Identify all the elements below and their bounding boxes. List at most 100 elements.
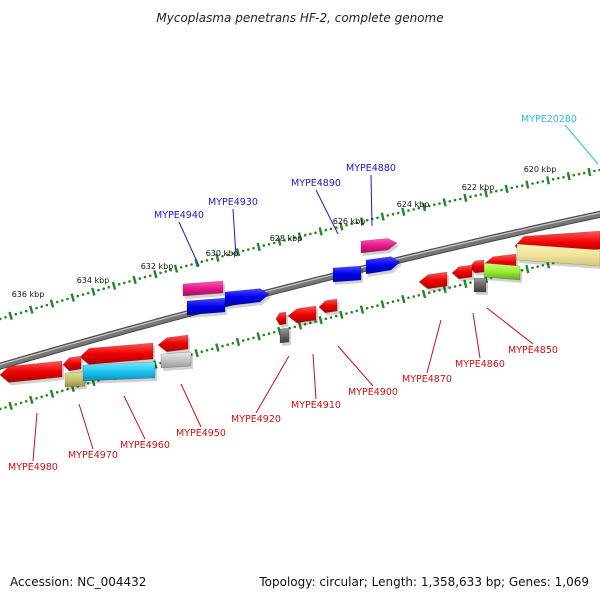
ruler-tick — [235, 248, 241, 257]
ruler-dot — [293, 236, 297, 240]
ruler-dot — [267, 332, 271, 336]
ruler-dot — [520, 269, 524, 272]
ruler-tick — [111, 281, 117, 290]
gene-mype4850-cds-glyph — [483, 262, 521, 281]
ruler-dot — [562, 175, 565, 179]
ruler-tick — [153, 360, 158, 369]
label-layer: MYPE4880MYPE4890MYPE4930MYPE4940MYPE4850… — [8, 114, 577, 473]
ruler-dot — [190, 263, 193, 266]
ruler-tick — [525, 180, 530, 189]
ruler-dot — [324, 317, 328, 321]
kbp-label: 628 kbp — [270, 234, 303, 243]
ruler-dot — [205, 259, 209, 262]
ruler-dot — [45, 303, 49, 307]
ruler-dot — [262, 333, 266, 337]
ruler-tick — [339, 310, 344, 319]
ruler-tick — [173, 264, 179, 273]
ruler-dot — [81, 293, 85, 296]
gene-label-mype4890: MYPE4890 — [291, 178, 341, 189]
kbp-label: 626 kbp — [333, 217, 366, 226]
kbp-ruler — [0, 167, 600, 321]
ruler-dot — [329, 227, 333, 231]
genome-summary-text: Topology: circular; Length: 1,358,633 bp… — [258, 575, 589, 589]
ruler-dot — [474, 194, 478, 197]
ruler-dot — [469, 281, 472, 284]
ruler-tick — [256, 242, 261, 252]
ruler-tick — [318, 227, 323, 236]
ruler-dot — [314, 231, 317, 234]
leader-line — [337, 345, 374, 387]
ruler-tick — [8, 401, 13, 411]
ruler-dot — [458, 283, 462, 287]
ruler-dot — [448, 200, 452, 203]
accession-text: Accession: NC_004432 — [10, 575, 146, 589]
ruler-tick — [49, 389, 55, 399]
ruler-dot — [541, 180, 545, 183]
ruler-dot — [577, 172, 581, 176]
ruler-dot — [309, 232, 312, 236]
ruler-dot — [557, 176, 560, 180]
ruler-dot — [350, 222, 354, 226]
ruler-tick — [380, 300, 385, 309]
ruler-dot — [365, 218, 369, 222]
ruler-tick — [318, 315, 323, 325]
ruler-dot — [536, 265, 539, 268]
ruler-dot — [427, 204, 431, 208]
ruler-dot — [221, 254, 224, 258]
ruler-tick — [442, 198, 447, 207]
ruler-dot — [0, 407, 2, 411]
gene-label-mype4970: MYPE4970 — [68, 450, 118, 461]
ruler-tick — [484, 189, 488, 198]
ruler-dot — [453, 285, 457, 288]
ruler-dot — [582, 171, 586, 175]
gene-label-mype4940: MYPE4940 — [154, 210, 204, 221]
ruler-dot — [293, 325, 297, 329]
ruler-dot — [272, 241, 276, 245]
ruler-dot — [345, 312, 348, 315]
kbp-label: 620 kbp — [524, 165, 557, 174]
leader-line — [426, 319, 442, 374]
ruler-tick — [256, 332, 261, 341]
leader-line — [78, 403, 94, 450]
ruler-dot — [107, 285, 111, 289]
leader-line — [315, 189, 339, 235]
gene-label-mype4920: MYPE4920 — [231, 414, 281, 425]
gene-label-mype4910: MYPE4910 — [291, 400, 341, 411]
ruler-tick — [91, 287, 96, 296]
leader-line — [486, 307, 534, 345]
gene-mype4940-cds-glyph — [186, 297, 226, 316]
gene-mype4870-glyph — [418, 271, 448, 290]
ruler-dot — [355, 221, 359, 224]
ruler-dot — [45, 394, 49, 397]
ruler-dot — [35, 306, 38, 310]
ruler-dot — [55, 300, 59, 304]
ruler-dot — [40, 395, 43, 399]
leader-line — [370, 174, 373, 227]
ruler-dot — [489, 190, 493, 194]
ruler-dot — [593, 169, 596, 173]
ruler-dot — [531, 182, 534, 185]
ruler-dot — [288, 326, 292, 330]
ruler-dot — [169, 268, 173, 272]
ruler-dot — [412, 208, 416, 211]
ruler-tick — [463, 279, 468, 289]
ruler-dot — [97, 288, 100, 292]
ruler-dot — [55, 391, 59, 394]
ruler-dot — [66, 388, 69, 391]
ruler-dot — [40, 305, 43, 308]
gene-label-mype4950: MYPE4950 — [176, 428, 226, 439]
gene-label-mype4960: MYPE4960 — [120, 440, 170, 451]
gene-mype4910-glyph — [287, 305, 317, 324]
ruler-dot — [438, 288, 441, 292]
ruler-tick — [297, 232, 303, 241]
kbp-label: 624 kbp — [397, 200, 430, 209]
gene-mype4920-glyph — [275, 311, 287, 326]
ruler-dot — [102, 287, 105, 291]
ruler-dot — [355, 309, 359, 313]
gene-label-mype4880: MYPE4880 — [346, 163, 396, 174]
ruler-dot — [231, 342, 235, 345]
kbp-label: 632 kbp — [141, 262, 174, 271]
ruler-tick — [29, 395, 34, 405]
